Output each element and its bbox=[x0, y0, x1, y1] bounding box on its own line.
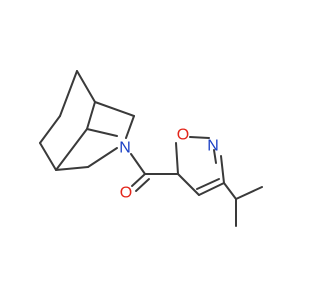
bond bbox=[86, 101, 96, 130]
bond bbox=[125, 115, 135, 139]
molecule-diagram: N O O N bbox=[39, 70, 263, 227]
bond bbox=[198, 182, 225, 196]
bond bbox=[55, 128, 88, 171]
bond bbox=[55, 166, 89, 171]
bond bbox=[39, 115, 61, 144]
ring-nitrogen-label: N bbox=[207, 138, 219, 155]
bond bbox=[39, 142, 57, 171]
ring-oxygen-label: O bbox=[177, 127, 189, 144]
bond bbox=[223, 182, 237, 200]
bond bbox=[94, 101, 135, 117]
bond bbox=[235, 186, 263, 200]
bond bbox=[196, 178, 220, 190]
bond bbox=[87, 147, 118, 168]
bond bbox=[177, 173, 200, 196]
structure-canvas: N O O N bbox=[39, 70, 263, 227]
carbonyl-oxygen-label: O bbox=[120, 185, 132, 202]
bond bbox=[220, 155, 225, 184]
bond bbox=[175, 142, 179, 175]
bond bbox=[213, 149, 217, 164]
bond bbox=[76, 70, 96, 103]
bond bbox=[59, 70, 78, 117]
bond-double-1 bbox=[131, 173, 146, 187]
bond bbox=[189, 136, 210, 139]
amide-nitrogen-label: N bbox=[119, 140, 131, 157]
bond bbox=[86, 128, 118, 137]
bond bbox=[130, 153, 146, 175]
bond-double-2 bbox=[135, 178, 150, 192]
